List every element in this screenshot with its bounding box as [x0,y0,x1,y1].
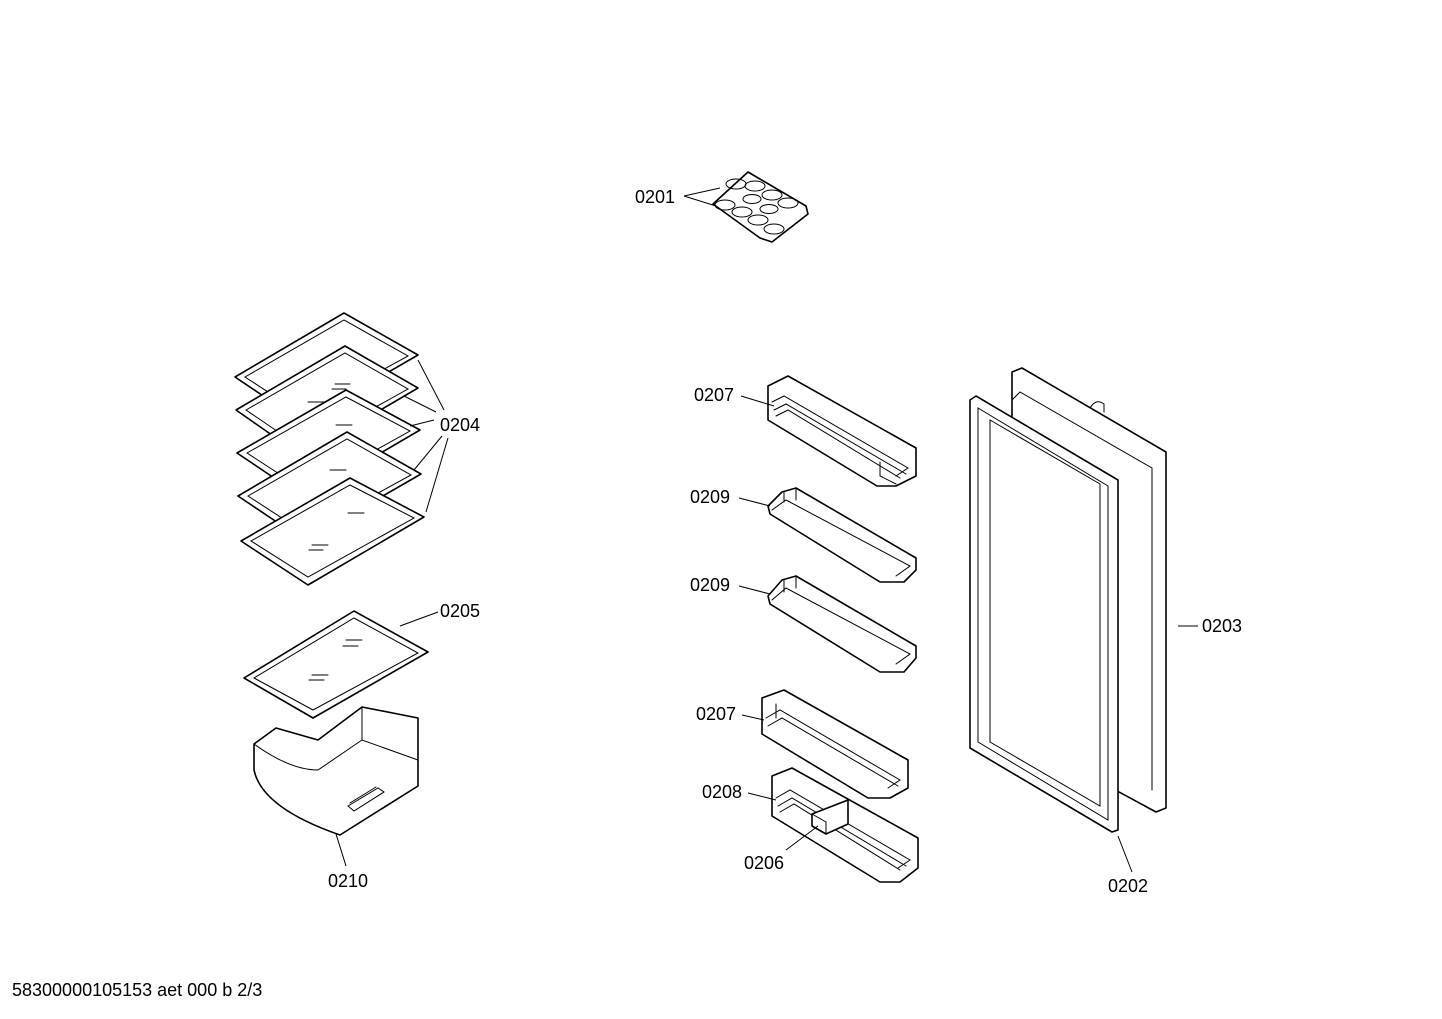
leader-0209-upper [738,497,771,507]
label-0210: 0210 [328,871,368,891]
label-0206: 0206 [744,853,784,873]
leader-0201 [683,187,721,207]
crisper-drawer [253,706,419,836]
door-bin-lower [761,689,909,799]
label-0205: 0205 [440,601,480,621]
diagram-footer-code: 58300000105153 aet 000 b 2/3 [12,980,263,1000]
leader-0207-lower [741,714,765,721]
label-0209-lower: 0209 [690,575,730,595]
label-0202: 0202 [1108,876,1148,896]
label-0201: 0201 [635,187,675,207]
shallow-door-bin-lower [767,575,917,673]
glass-shelves [234,312,425,586]
label-0204: 0204 [440,415,480,435]
egg-tray [712,171,809,243]
door-bin-upper [767,375,917,487]
leader-0209-lower [738,585,771,595]
bottle-divider [811,799,849,835]
door-gasket [969,395,1119,833]
leader-0206 [785,825,819,851]
label-0207-lower: 0207 [696,704,736,724]
glass-shelf-5 [240,477,425,586]
leader-0208 [747,792,777,801]
leader-0210 [335,833,347,867]
crisper-cover-shelf [243,610,429,719]
leader-0202 [1117,835,1133,873]
label-0208: 0208 [702,782,742,802]
label-0203: 0203 [1202,616,1242,636]
leader-0205 [399,611,439,627]
leader-0207-upper [740,395,775,407]
label-0207-upper: 0207 [694,385,734,405]
shallow-door-bin-upper [767,487,917,583]
leader-0204 [403,359,449,513]
label-0209-upper: 0209 [690,487,730,507]
